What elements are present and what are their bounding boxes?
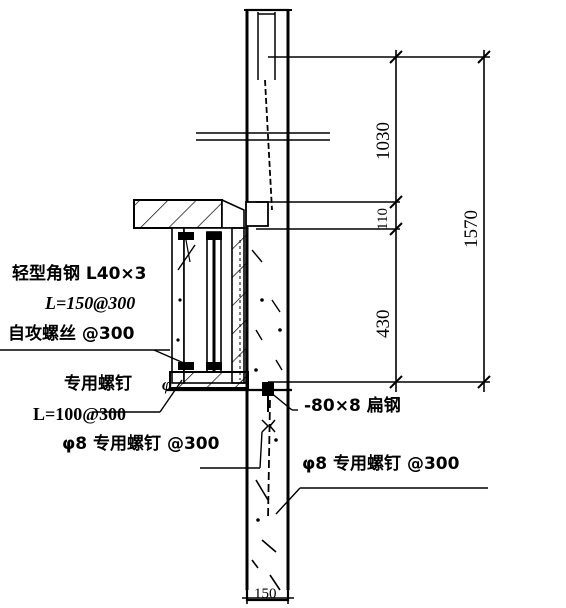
special-nail-phi-label: φ bbox=[162, 375, 172, 394]
dimension-430: 430 bbox=[373, 309, 394, 339]
self-tapping-screw-label: 自攻螺丝 @300 bbox=[8, 324, 135, 344]
dimension-lines bbox=[242, 50, 491, 604]
special-nail-label: 专用螺钉 bbox=[64, 374, 132, 394]
beam-block bbox=[133, 198, 269, 229]
flat-steel-label: -80×8 扁钢 bbox=[304, 396, 401, 416]
dimension-1570: 1570 bbox=[461, 210, 482, 248]
phi8-nail-right-label: φ8 专用螺钉 @300 bbox=[302, 454, 460, 474]
dimension-110: 110 bbox=[375, 208, 391, 230]
wall-top-break bbox=[244, 9, 292, 15]
dimension-1030: 1030 bbox=[373, 122, 394, 160]
angle-steel-label: 轻型角钢 L40×3 bbox=[12, 264, 147, 284]
nail-spacing-label: L=100@300 bbox=[33, 404, 127, 424]
angle-spacing-label: L=150@300 bbox=[45, 293, 136, 313]
vertical-wall bbox=[245, 8, 290, 602]
ceiling-lines bbox=[196, 132, 330, 141]
leader-lines bbox=[0, 244, 488, 515]
dimension-150: 150 bbox=[254, 586, 277, 602]
floor-slab bbox=[166, 371, 292, 412]
phi8-nail-left-label: φ8 专用螺钉 @300 bbox=[62, 434, 220, 454]
partition-section bbox=[171, 227, 247, 384]
